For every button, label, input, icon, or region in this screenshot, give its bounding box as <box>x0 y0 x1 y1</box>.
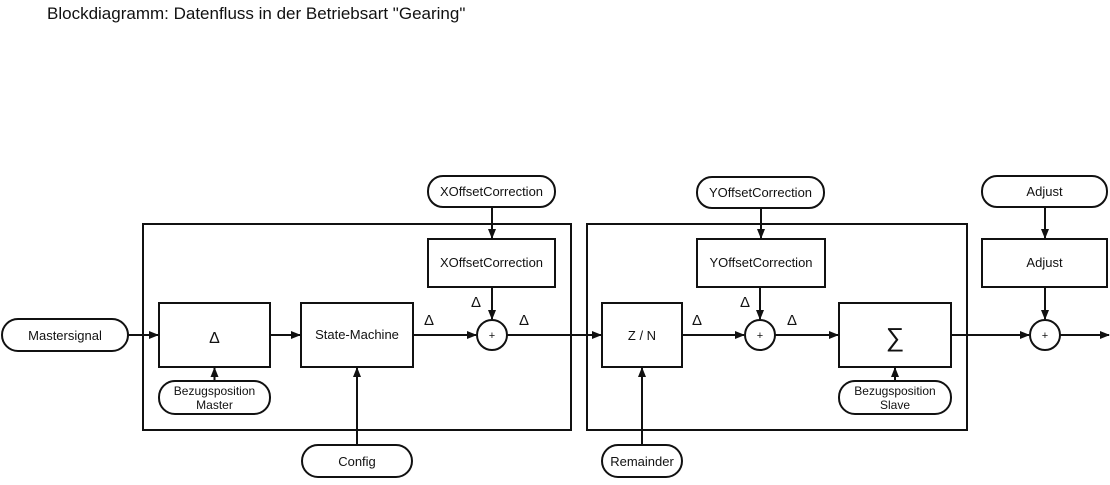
sum-node-1: + <box>476 319 508 351</box>
xoffset-block-label: XOffsetCorrection <box>440 255 543 270</box>
group-box-slave <box>586 223 968 431</box>
block-adjust[interactable]: Adjust <box>981 238 1108 288</box>
input-mastersignal[interactable]: Mastersignal <box>1 318 129 352</box>
yoffset-input-label: YOffsetCorrection <box>709 185 812 200</box>
state-machine-label: State-Machine <box>315 327 399 342</box>
delta-label-state-out: Δ <box>424 312 434 329</box>
adjust-block-label: Adjust <box>1026 255 1063 270</box>
zn-label: Z / N <box>628 328 656 343</box>
diagram-title: Blockdiagramm: Datenfluss in der Betrieb… <box>47 4 466 23</box>
input-adjust[interactable]: Adjust <box>981 175 1108 208</box>
sigma-label: ∑ <box>886 322 905 352</box>
sum-node-2-plus: + <box>757 330 763 342</box>
bezugsposition-master-line2: Master <box>196 398 233 412</box>
delta-label-zn-out: Δ <box>692 312 702 329</box>
block-delta[interactable]: Δ <box>158 302 271 368</box>
block-state-machine[interactable]: State-Machine <box>300 302 414 368</box>
input-config[interactable]: Config <box>301 444 413 478</box>
bezugsposition-slave-line2: Slave <box>880 398 910 412</box>
input-bezugsposition-master[interactable]: Bezugsposition Master <box>158 380 271 415</box>
sum-node-3: + <box>1029 319 1061 351</box>
sum-node-3-plus: + <box>1042 330 1048 342</box>
input-bezugsposition-slave[interactable]: Bezugsposition Slave <box>838 380 952 415</box>
block-sigma[interactable]: ∑ <box>838 302 952 368</box>
sum-node-2: + <box>744 319 776 351</box>
xoffset-input-label: XOffsetCorrection <box>440 184 543 199</box>
yoffset-block-label: YOffsetCorrection <box>709 255 812 270</box>
sum-node-1-plus: + <box>489 330 495 342</box>
block-zn[interactable]: Z / N <box>601 302 683 368</box>
delta-label-xoffset-out: Δ <box>471 294 481 311</box>
input-xoffset-correction[interactable]: XOffsetCorrection <box>427 175 556 208</box>
delta-label-sum1-out: Δ <box>519 312 529 329</box>
block-yoffset-correction[interactable]: YOffsetCorrection <box>696 238 826 288</box>
bezugsposition-master-line1: Bezugsposition <box>174 384 255 398</box>
mastersignal-label: Mastersignal <box>28 328 102 343</box>
remainder-label: Remainder <box>610 454 674 469</box>
bezugsposition-slave-line1: Bezugsposition <box>854 384 935 398</box>
input-yoffset-correction[interactable]: YOffsetCorrection <box>696 176 825 209</box>
adjust-input-label: Adjust <box>1026 184 1063 199</box>
block-xoffset-correction[interactable]: XOffsetCorrection <box>427 238 556 288</box>
delta-block-label: Δ <box>209 330 220 347</box>
delta-label-yoffset-out: Δ <box>740 294 750 311</box>
config-label: Config <box>338 454 376 469</box>
delta-label-sum2-out: Δ <box>787 312 797 329</box>
input-remainder[interactable]: Remainder <box>601 444 683 478</box>
